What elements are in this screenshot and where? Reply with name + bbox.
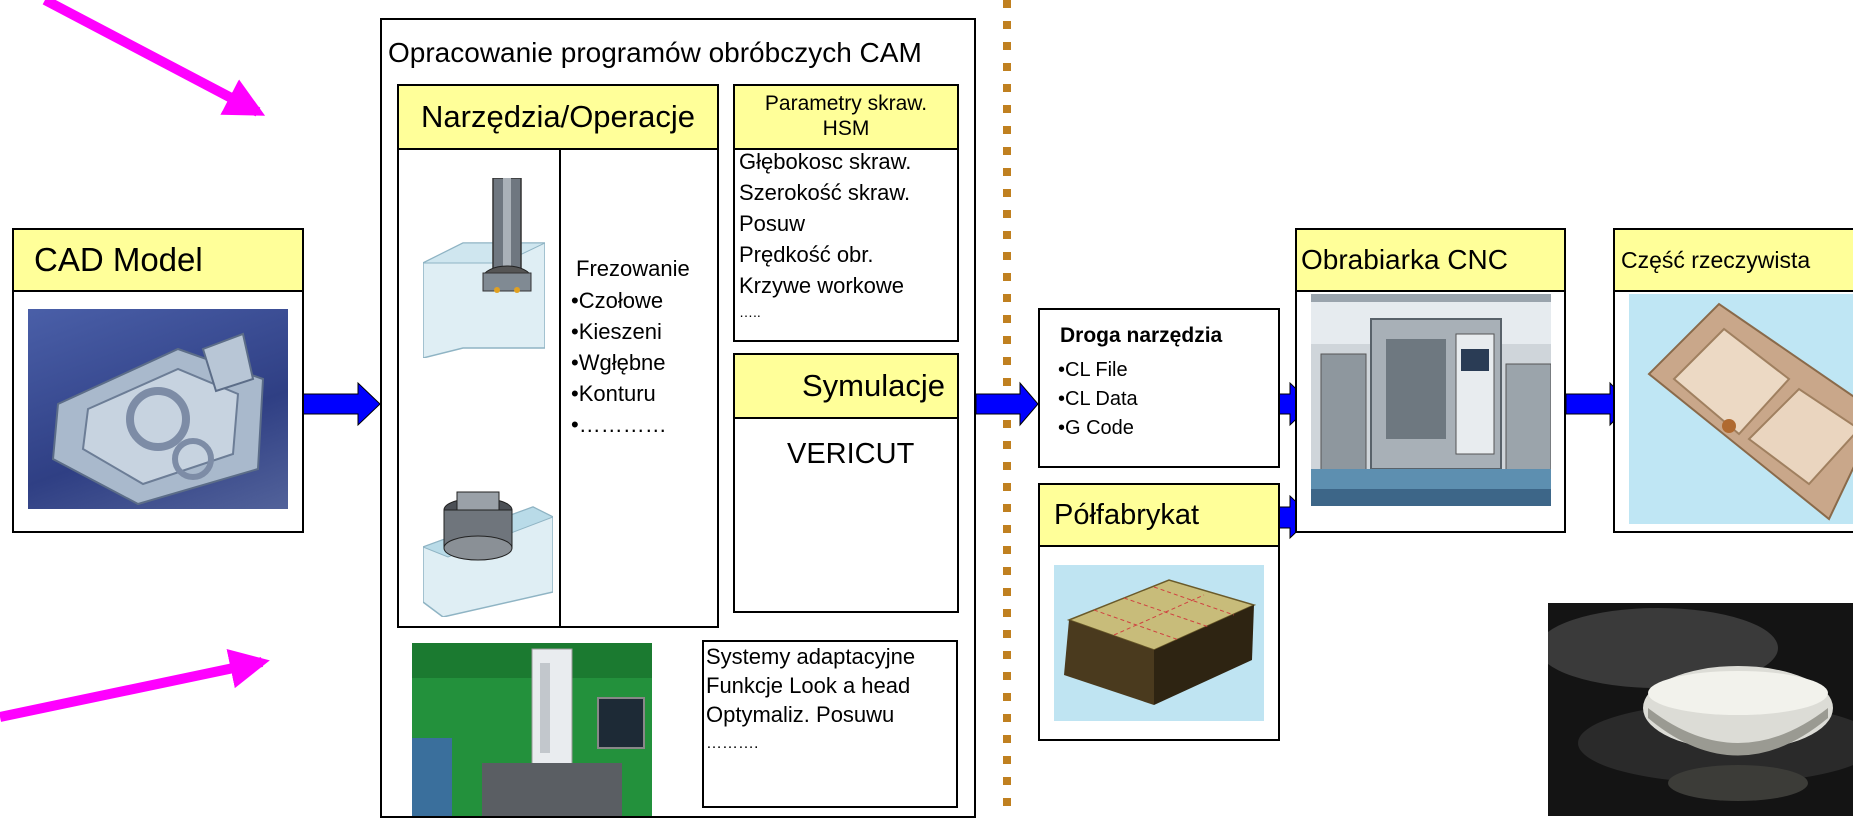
tools-operations-title: Narzędzia/Operacje bbox=[399, 86, 717, 150]
simulation-title: Symulacje bbox=[735, 355, 957, 419]
milling-item: •Konturu bbox=[571, 381, 656, 406]
cutting-parameter-item: Posuw bbox=[739, 211, 806, 236]
cnc-machine-title: Obrabiarka CNC bbox=[1297, 230, 1564, 292]
real-part-box: Część rzeczywista bbox=[1613, 228, 1853, 533]
toolpath-title: Droga narzędzia bbox=[1060, 324, 1223, 347]
toolpath-item: •CL Data bbox=[1058, 388, 1138, 410]
blank-image bbox=[1054, 565, 1264, 721]
toolpath-item: •CL File bbox=[1058, 359, 1128, 381]
cutting-parameters-title-line2: HSM bbox=[822, 117, 870, 140]
machined-part-photo bbox=[1548, 603, 1853, 816]
adaptive-item: ………. bbox=[706, 735, 759, 752]
cad-model-title: CAD Model bbox=[14, 230, 302, 292]
cutting-parameter-item: Krzywe workowe bbox=[739, 273, 905, 298]
milling-item: •Wgłębne bbox=[571, 350, 666, 375]
cutting-parameters-list: Głębokosc skraw. Szerokość skraw. Posuw … bbox=[739, 146, 911, 323]
tools-operations-box: Narzędzia/Operacje Frezowanie •Czołowe •… bbox=[397, 84, 719, 628]
tool-presetter-photo bbox=[412, 643, 652, 816]
blank-title: Półfabrykat bbox=[1040, 485, 1278, 547]
real-part-title: Część rzeczywista bbox=[1615, 230, 1853, 292]
adaptive-systems-list: Systemy adaptacyjne Funkcje Look a head … bbox=[706, 642, 915, 758]
adaptive-systems-box: Systemy adaptacyjne Funkcje Look a head … bbox=[702, 640, 958, 808]
cutting-parameters-header: Parametry skraw. HSM bbox=[735, 86, 957, 150]
milling-label: Frezowanie bbox=[576, 256, 690, 281]
cnc-machine-photo bbox=[1311, 294, 1551, 506]
blank-box: Półfabrykat bbox=[1038, 483, 1280, 741]
cam-title: Opracowanie programów obróbczych CAM bbox=[388, 37, 922, 68]
cutting-parameter-item: Głębokosc skraw. bbox=[739, 149, 912, 174]
adaptive-item: Systemy adaptacyjne bbox=[706, 644, 916, 669]
toolpath-box: Droga narzędzia •CL File •CL Data •G Cod… bbox=[1038, 308, 1280, 468]
adaptive-item: Funkcje Look a head bbox=[706, 673, 911, 698]
toolpath-list: •CL File •CL Data •G Code bbox=[1058, 356, 1138, 443]
tools-divider bbox=[559, 148, 561, 626]
milling-item: •Czołowe bbox=[571, 288, 664, 313]
end-mill-image bbox=[423, 482, 553, 617]
simulation-box: Symulacje VERICUT bbox=[733, 353, 959, 613]
blue-arrow-cad-to-cam bbox=[299, 381, 381, 427]
cad-model-box: CAD Model bbox=[12, 228, 304, 533]
cutting-parameters-title-line1: Parametry skraw. bbox=[764, 92, 928, 116]
milling-item: •Kieszeni bbox=[571, 319, 662, 344]
cnc-machine-box: Obrabiarka CNC bbox=[1295, 228, 1566, 533]
adaptive-item: Optymaliz. Posuwu bbox=[706, 702, 895, 727]
cutting-parameter-item: Szerokość skraw. bbox=[739, 180, 911, 205]
cad-model-image bbox=[28, 309, 288, 509]
cutting-parameter-item: ….. bbox=[739, 304, 761, 320]
milling-list: •Czołowe •Kieszeni •Wgłębne •Konturu •……… bbox=[571, 285, 667, 440]
cutting-parameter-item: Prędkość obr. bbox=[739, 242, 874, 267]
real-part-photo bbox=[1629, 294, 1853, 524]
cutting-parameters-box: Parametry skraw. HSM Głębokosc skraw. Sz… bbox=[733, 84, 959, 342]
blue-arrow-cam-to-toolpath bbox=[975, 381, 1039, 427]
milling-item: •………… bbox=[571, 412, 667, 437]
toolpath-item: •G Code bbox=[1058, 417, 1134, 439]
magenta-arrow-top bbox=[42, 0, 266, 117]
face-mill-image bbox=[423, 178, 545, 358]
magenta-arrow-bottom bbox=[0, 649, 270, 722]
simulation-tool: VERICUT bbox=[787, 438, 915, 470]
